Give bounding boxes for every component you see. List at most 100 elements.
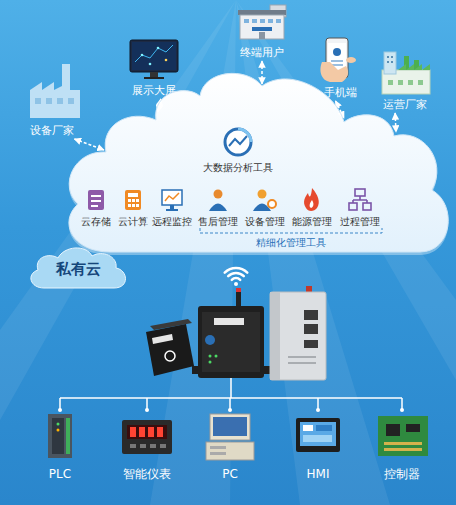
- text-slot: PC: [222, 467, 238, 482]
- terminal-node: 运营厂家: [372, 46, 438, 113]
- compute-icon: [128, 199, 131, 202]
- controller-icon: [406, 424, 420, 432]
- process-icon: [355, 189, 365, 196]
- meter-icon: [127, 425, 167, 439]
- monitor-icon: [166, 209, 178, 211]
- cloud-shape: [31, 248, 126, 288]
- meter-icon: [130, 427, 136, 437]
- device-label: 控制器: [384, 467, 420, 482]
- node-label: 售后管理: [198, 216, 238, 228]
- compute-icon: [125, 190, 141, 210]
- phone-icon: [346, 57, 356, 63]
- gateway-box: [270, 292, 280, 380]
- storage-icon: [91, 195, 101, 197]
- plc-icon: [48, 414, 72, 458]
- text-slot: 能源管理: [292, 216, 332, 228]
- device-management-icon: [268, 200, 276, 208]
- node-label: 大数据分析工具: [203, 162, 273, 174]
- display-screen-icon: [130, 40, 178, 79]
- cloud-body: [69, 73, 448, 252]
- device-label: PC: [222, 467, 238, 482]
- phone-icon: [331, 60, 343, 62]
- node-label: 私有云: [56, 260, 101, 278]
- display-screen-icon: [149, 63, 152, 66]
- storage-icon: [91, 205, 98, 207]
- cloud-region: 大数据分析工具云存储云计算远程监控售后管理设备管理能源管理过程管理精细化管理工具: [58, 66, 448, 253]
- controller-icon: [378, 416, 428, 456]
- process-icon: [349, 203, 357, 210]
- plc-icon: [52, 418, 64, 454]
- gateway-cube: [146, 319, 194, 376]
- meter-icon: [140, 444, 146, 448]
- bus-dot: [228, 408, 232, 412]
- pc-icon: [213, 417, 247, 436]
- node-label: 能源管理: [292, 216, 332, 228]
- terminal-node: 展示大屏: [120, 36, 188, 99]
- pc-icon: [210, 452, 226, 455]
- gateway-cube: [152, 334, 173, 344]
- wifi-icon: [225, 268, 248, 273]
- hmi-icon: [296, 418, 340, 452]
- hmi-icon: [303, 425, 313, 431]
- node-label: 设备厂家: [30, 124, 74, 137]
- vendor-factory-icon: [57, 98, 63, 104]
- node-label: 展示大屏: [132, 84, 176, 97]
- gateway-router: [202, 312, 260, 372]
- phone-icon: [320, 62, 348, 82]
- operator-factory-icon: [387, 61, 389, 63]
- text-slot: 私有云: [56, 260, 101, 278]
- monitor-icon: [162, 190, 182, 211]
- vendor-factory-icon: [30, 64, 80, 118]
- device-label: PLC: [49, 467, 71, 482]
- controller-icon: [384, 448, 422, 451]
- cloud-body: [69, 73, 448, 255]
- text-slot: 过程管理: [340, 216, 380, 228]
- analytics-icon: [225, 129, 251, 155]
- wifi-icon: [228, 273, 244, 276]
- analytics-icon: [229, 136, 247, 146]
- gateway-box: [304, 310, 318, 320]
- dashed-arrow: [336, 101, 345, 118]
- bus-wire: [60, 378, 402, 410]
- meter-icon: [122, 420, 172, 454]
- display-screen-icon: [135, 45, 173, 62]
- node-label: 云存储: [81, 216, 111, 228]
- bus-wire: [60, 378, 402, 410]
- bus-dot: [145, 408, 149, 412]
- storage-icon: [88, 190, 104, 210]
- gateway-router: [205, 335, 215, 345]
- wifi-icon: [234, 282, 238, 286]
- gateway-router: [236, 288, 241, 292]
- gateway-box: [304, 340, 318, 348]
- gateway-box: [270, 286, 326, 380]
- wifi-icon: [232, 278, 240, 280]
- text-slot: 展示大屏: [132, 84, 176, 97]
- operator-factory-icon: [382, 52, 430, 94]
- display-screen-icon: [141, 54, 144, 57]
- text-slot: 设备管理: [245, 216, 285, 228]
- wifi-icon: [225, 268, 248, 286]
- hmi-icon: [303, 435, 332, 442]
- display-screen-icon: [130, 40, 178, 72]
- compute-icon: [128, 193, 138, 197]
- compute-icon: [136, 199, 139, 202]
- gateway-router: [209, 355, 212, 358]
- hmi-icon: [296, 418, 340, 452]
- operator-factory-icon: [388, 80, 393, 85]
- device-management-icon: [258, 190, 267, 199]
- bus-dot: [58, 408, 404, 412]
- text-slot: 售后管理: [198, 216, 238, 228]
- terminal-node: 终端用户: [226, 2, 298, 61]
- process-icon: [353, 196, 367, 203]
- gateway-router: [192, 288, 270, 378]
- node-label: 运营厂家: [383, 98, 427, 111]
- terminal-building-icon: [259, 32, 265, 39]
- gateway-box: [270, 292, 326, 380]
- pc-icon: [206, 414, 254, 460]
- bus-dot: [316, 408, 320, 412]
- node-label: 设备管理: [245, 216, 285, 228]
- operator-factory-icon: [391, 61, 393, 63]
- node-label: 远程监控: [152, 216, 192, 228]
- bracket: [200, 228, 382, 233]
